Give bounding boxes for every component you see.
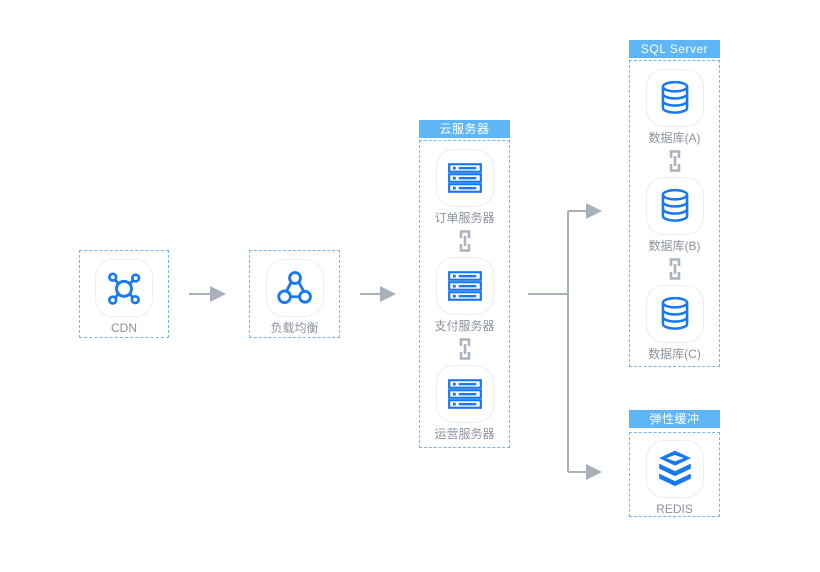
database-b-tile: [645, 177, 704, 235]
load-balancer-tile: [265, 259, 324, 317]
order-server-label: 订单服务器: [434, 211, 495, 225]
database-a-label: 数据库(A): [648, 131, 701, 145]
database-a-tile: [645, 69, 704, 127]
sql-server-group: 数据库(A) 数据库(B): [629, 60, 720, 367]
node-cdn: CDN: [79, 250, 169, 338]
server-rack-icon: [445, 266, 485, 306]
database-c-tile: [645, 285, 704, 343]
database-icon: [655, 294, 695, 334]
node-load-balancer: 负载均衡: [249, 250, 340, 338]
load-balancer-icon: [275, 268, 315, 308]
cache-group-header: 弹性缓冲: [629, 410, 720, 428]
payment-server-label: 支付服务器: [434, 319, 495, 333]
chain-link-icon: [458, 337, 472, 361]
cdn-tile: [95, 259, 153, 317]
chain-link-icon: [668, 257, 682, 281]
sql-server-group-header: SQL Server: [629, 40, 720, 58]
server-rack-icon: [445, 374, 485, 414]
database-icon: [655, 78, 695, 118]
chain-link-icon: [668, 149, 682, 173]
redis-label: REDIS: [656, 502, 693, 516]
cdn-label: CDN: [111, 321, 137, 335]
cdn-hub-icon: [104, 268, 144, 308]
cloud-servers-group-header: 云服务器: [419, 120, 510, 138]
database-b-label: 数据库(B): [648, 239, 701, 253]
order-server-tile: [435, 149, 494, 207]
redis-stack-icon: [655, 448, 695, 490]
branch-trunk: [528, 211, 569, 472]
cloud-servers-group: 订单服务器: [419, 140, 510, 448]
server-rack-icon: [445, 158, 485, 198]
database-icon: [655, 186, 695, 226]
load-balancer-label: 负载均衡: [270, 321, 319, 335]
database-c-label: 数据库(C): [648, 347, 701, 361]
cache-group: REDIS: [629, 432, 720, 517]
redis-tile: [645, 440, 704, 498]
operations-server-tile: [435, 365, 494, 423]
chain-link-icon: [458, 229, 472, 253]
operations-server-label: 运营服务器: [434, 427, 495, 441]
payment-server-tile: [435, 257, 494, 315]
